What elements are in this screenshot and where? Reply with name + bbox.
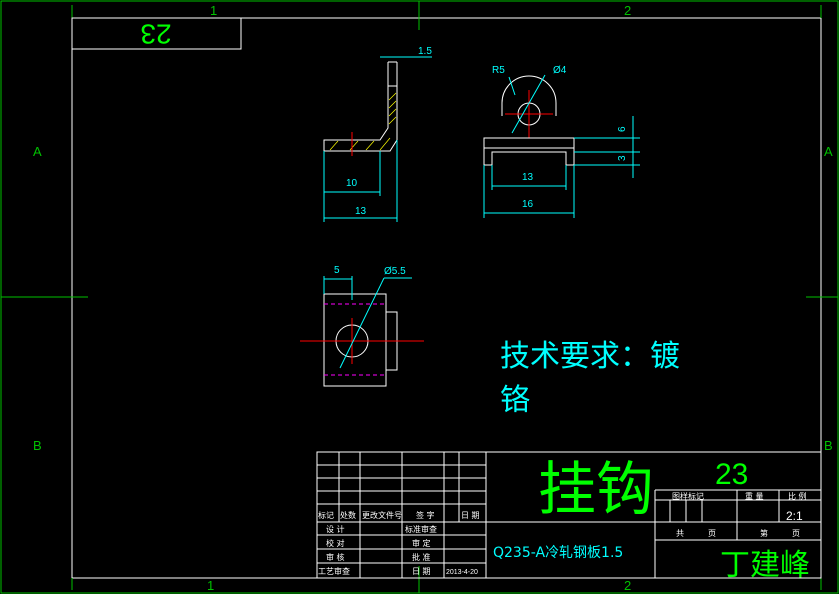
material: Q235-A冷轧钢板1.5 [493,545,623,561]
dim-hole: Ø4 [553,65,567,76]
tb-gong: 共 [676,529,684,538]
tb-qianzi: 签 字 [416,510,435,520]
hatch-line [388,116,397,125]
front-view: 1.5 10 13 [323,46,432,222]
leader-line [511,74,546,134]
side-outline [483,148,575,166]
front-hatch [329,92,397,151]
corner-tag-box [71,17,242,50]
tb-pizhun: 批 准 [412,552,431,562]
tb-chushu: 处数 [340,510,356,520]
designer-name: 丁建峰 [720,548,810,583]
corner-tag: 23 [140,19,171,50]
side-flange [483,137,575,149]
tb-date: 2013-4-20 [446,569,478,576]
hatch-line [365,140,375,151]
tb-riqi2: 日 期 [412,567,431,576]
dim-inner: 10 [346,178,358,189]
tb-riqi: 日 期 [461,511,480,520]
hatch-line [349,140,359,151]
hatch-line [388,100,397,109]
tb-tuyang: 图样标记 [672,491,704,501]
tech-requirements-line2: 铬 [500,383,530,418]
tb-jiaodui: 校 对 [326,538,345,548]
side-arc [501,75,557,116]
dim-height-upper: 6 [617,126,628,132]
hatch-line [379,137,391,151]
inner-border [71,17,822,579]
tb-sheji: 设 计 [326,524,345,534]
zone-label-left-b: B [33,438,42,453]
tb-gongyi: 工艺审查 [318,566,350,576]
hatch-line [329,140,339,151]
side-view: R5 Ø4 6 3 13 16 [483,65,640,218]
dim-side-overall: 16 [522,199,534,210]
tb-bili: 比 例 [788,491,807,501]
tb-gengai: 更改文件号 [362,510,402,520]
tb-zhongliang: 重 量 [745,491,764,501]
dim-height-lower: 3 [617,155,628,161]
dim-top-offset: 5 [334,265,340,276]
leader-line [339,277,385,369]
tb-shenhe: 审 核 [326,552,345,562]
tb-ye2: 页 [792,529,800,538]
title-block [316,451,822,579]
tb-shending: 审 定 [412,538,431,548]
zone-label-top-1: 1 [210,3,217,18]
tb-ye: 页 [708,529,716,538]
zone-label-right-b: B [824,438,833,453]
top-view: 5 Ø5.5 [300,265,424,387]
top-outline [323,293,387,387]
zone-label-bottom-1: 1 [207,578,214,593]
title-block-labels: 标记 处数 更改文件号 签 字 日 期 设 计 标准审查 校 对 审 定 审 核… [318,491,807,576]
zone-label-right-a: A [824,144,833,159]
tb-scale: 2:1 [786,509,803,523]
zone-label-top-2: 2 [624,3,631,18]
tech-requirements-line1: 技术要求：镀 [500,339,680,374]
dim-top-hole: Ø5.5 [384,266,406,277]
front-outline [323,62,398,152]
tb-biaozhunhua: 标准审查 [405,524,437,534]
zone-label-bottom-2: 2 [624,578,631,593]
hatch-line [388,108,397,117]
dim-radius: R5 [492,65,505,76]
dim-thickness: 1.5 [418,46,432,57]
drawing-number: 23 [715,458,748,491]
tb-di: 第 [760,528,768,538]
title-block-frame [316,451,822,579]
tb-biaoji: 标记 [318,510,334,520]
zone-label-left-a: A [33,144,42,159]
dim-overall: 13 [355,206,367,217]
hatch-line [388,92,397,101]
leader-line [508,76,516,96]
part-name: 挂钩 [538,455,654,523]
dim-side-inner: 13 [522,172,534,183]
